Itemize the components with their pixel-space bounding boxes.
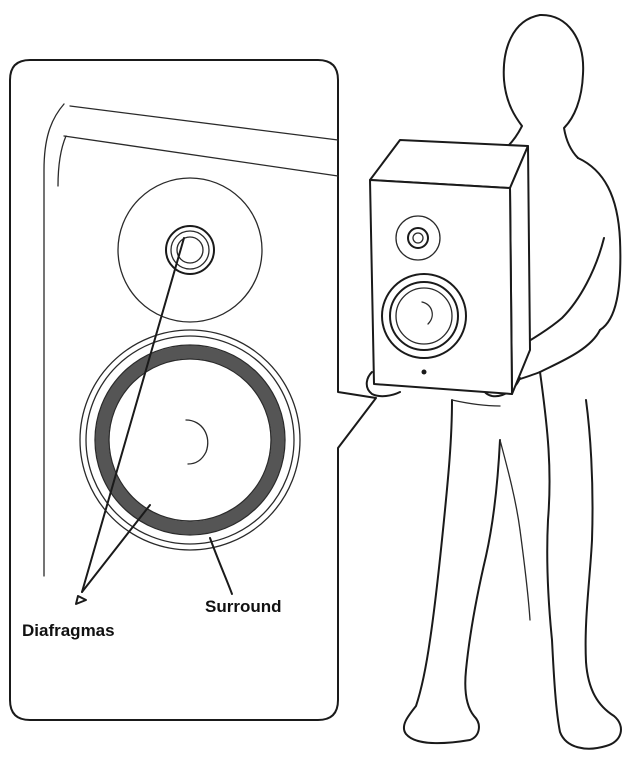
- woofer-surround-ring: [95, 345, 285, 535]
- leader-diaphragm-tweeter: [81, 237, 185, 593]
- woofer-frame-outer: [79, 329, 301, 551]
- tweeter-dome-outer: [165, 225, 215, 275]
- diaphragms-label: Diafragmas: [22, 621, 115, 640]
- zoom-callout: [9, 59, 377, 721]
- speaker-small: [369, 139, 531, 395]
- leader-surround: [209, 537, 233, 595]
- woofer-center-reflection: [185, 419, 209, 465]
- tweeter-plate: [117, 177, 263, 323]
- surround-label: Surround: [205, 597, 282, 616]
- leader-diaphragm-woofer: [81, 504, 151, 593]
- speaker-closeup: Diafragmas Surround: [22, 103, 339, 640]
